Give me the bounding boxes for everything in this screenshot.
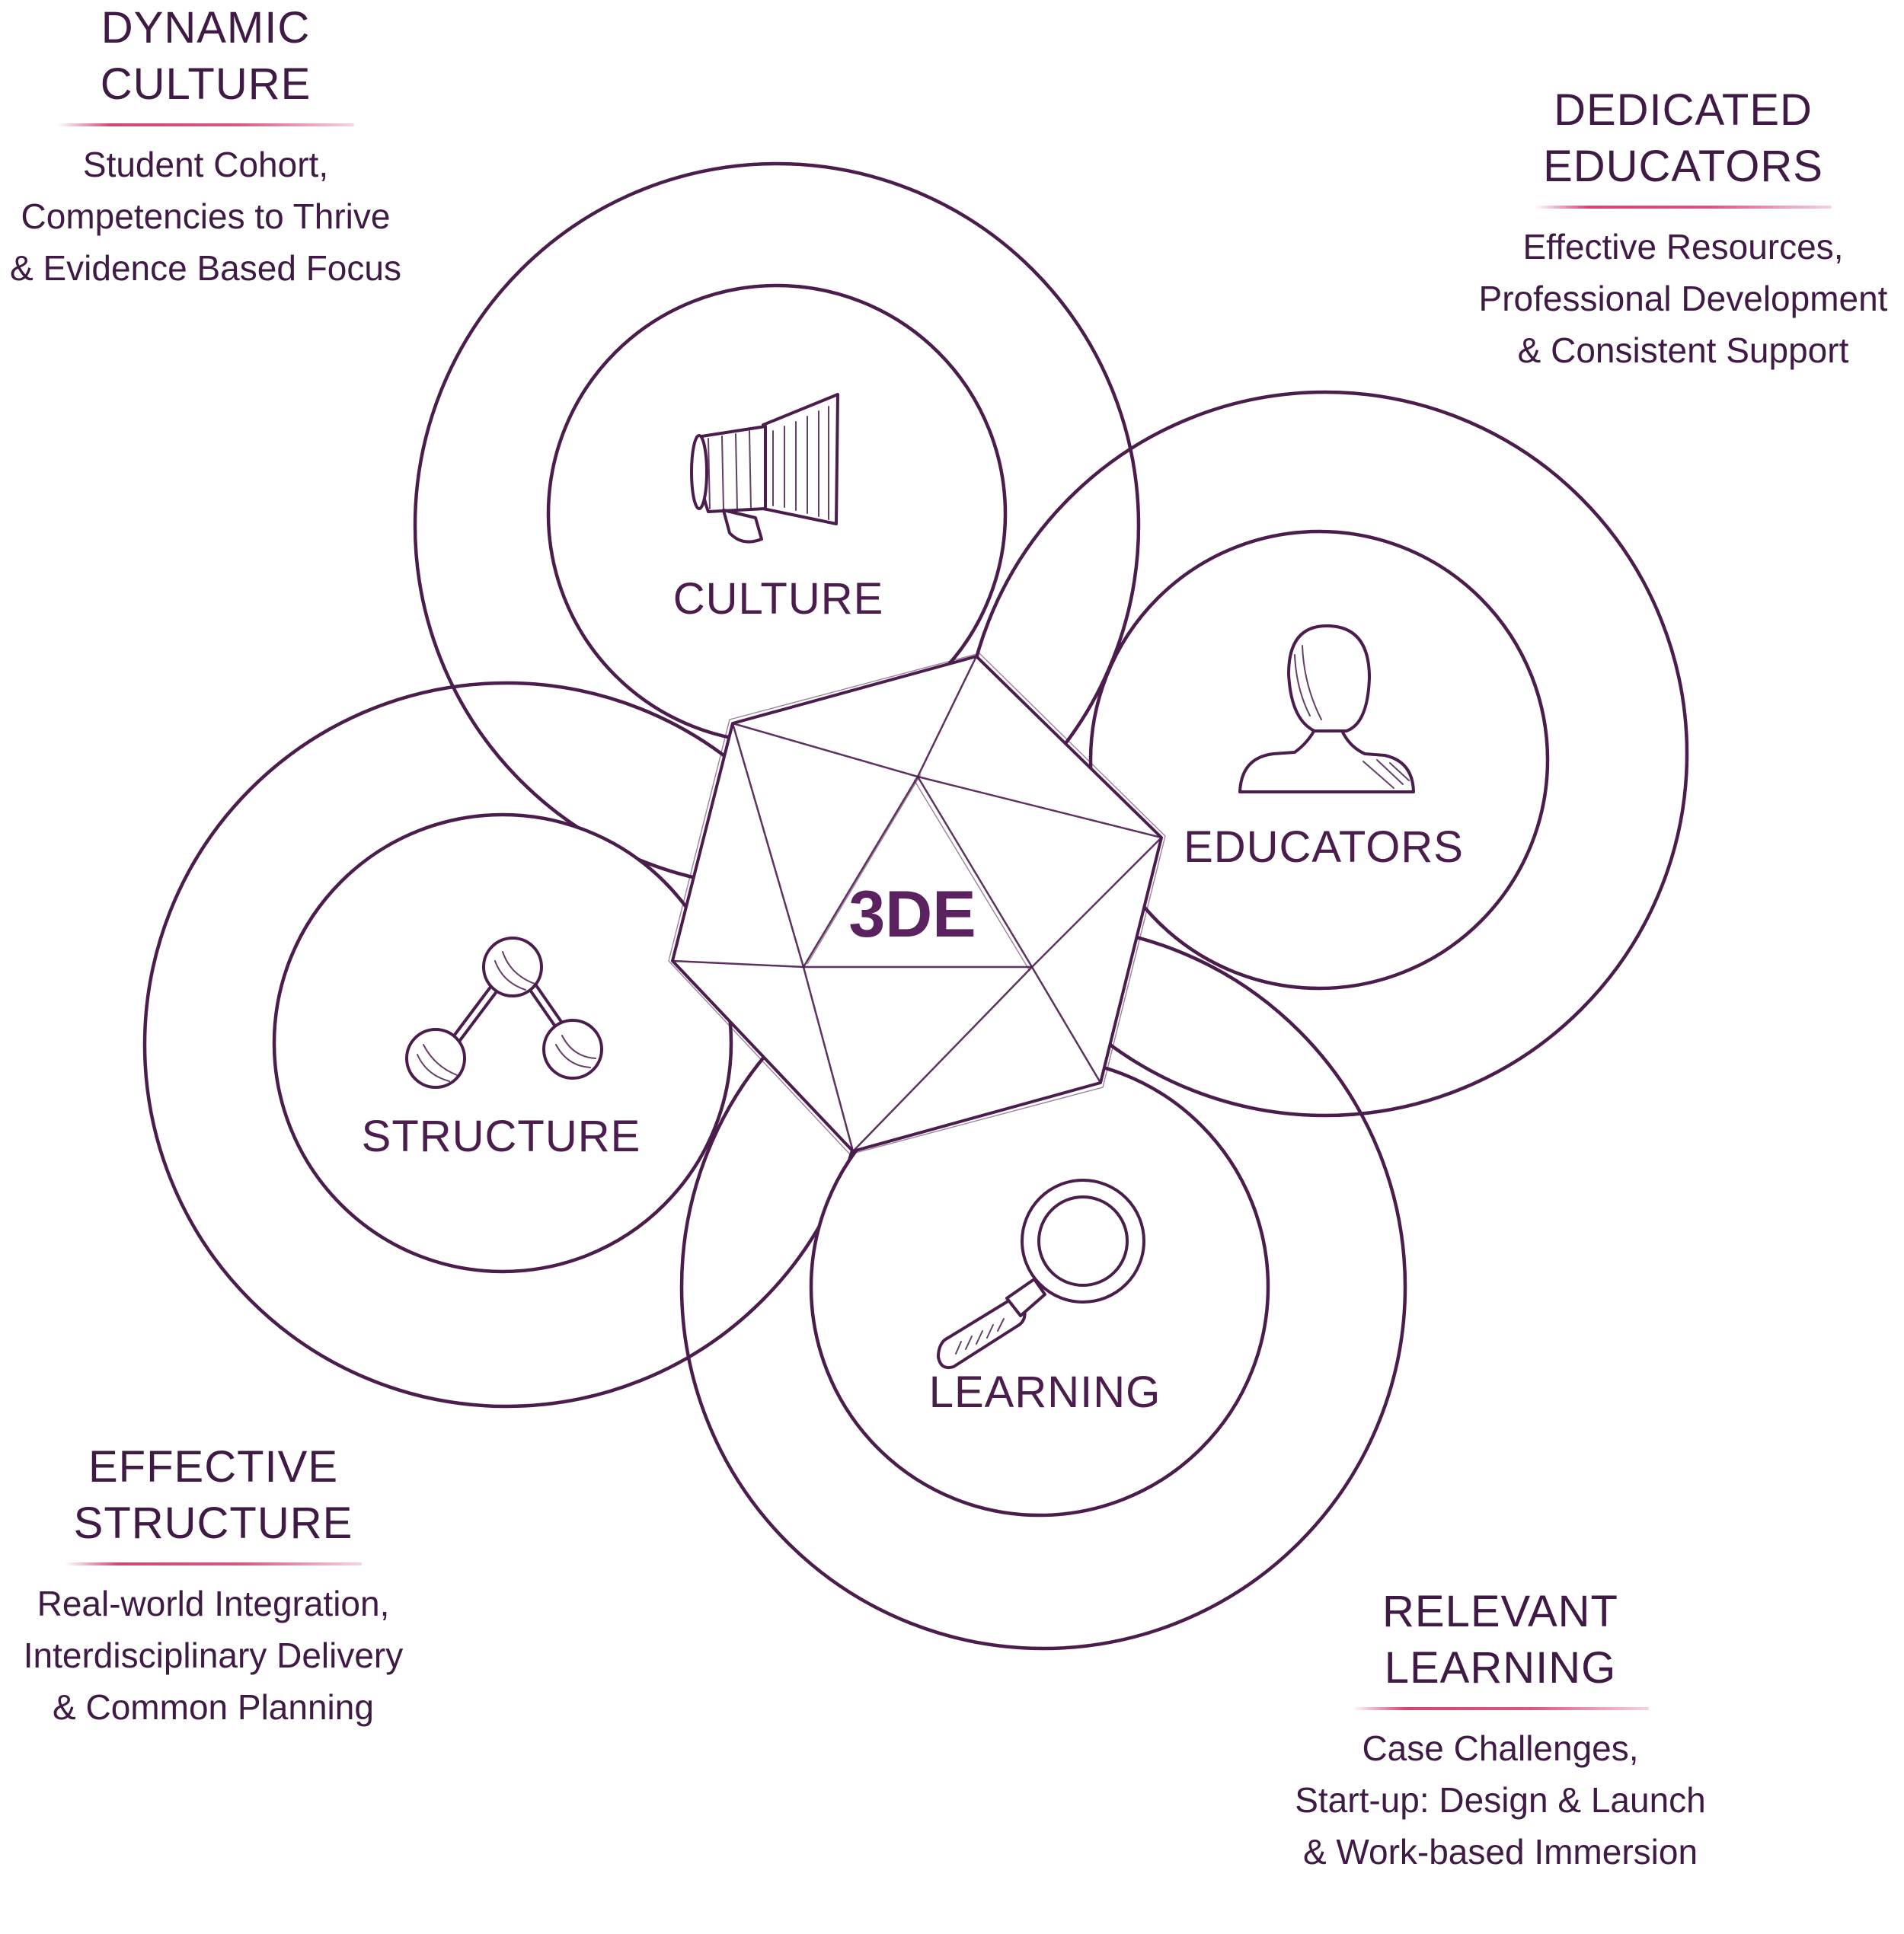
- callout-dedicated-educators: DEDICATED EDUCATORS Effective Resources,…: [1462, 82, 1904, 376]
- face-edge: [851, 965, 1033, 1153]
- megaphone-hatching: [708, 406, 829, 520]
- callout-effective-structure: EFFECTIVE STRUCTURE Real-world Integrati…: [0, 1439, 426, 1733]
- educators-label: EDUCATORS: [1184, 822, 1464, 872]
- molecule-icon: [405, 937, 603, 1089]
- molecule-hatching: [417, 951, 596, 1082]
- person-bust-icon: [1238, 624, 1415, 793]
- learning-label: LEARNING: [929, 1368, 1161, 1417]
- culture-label: CULTURE: [673, 574, 884, 624]
- magnifier-neck: [1005, 1278, 1046, 1317]
- face-edge: [1030, 836, 1163, 969]
- educators-node: EDUCATORS: [1184, 624, 1464, 872]
- face-edge: [731, 722, 919, 778]
- callout-relevant-learning: RELEVANT LEARNING Case Challenges, Start…: [1264, 1584, 1736, 1878]
- icosahedron-body: [672, 656, 1161, 1151]
- callout-dynamic-culture: DYNAMIC CULTURE Student Cohort, Competen…: [0, 0, 411, 294]
- callout-divider: [65, 1562, 362, 1565]
- hatch: [708, 430, 752, 511]
- callout-title: DEDICATED EDUCATORS: [1543, 85, 1823, 191]
- callout-description: Case Challenges, Start-up: Design & Laun…: [1295, 1728, 1706, 1872]
- face-edge-sketch: [913, 779, 1030, 972]
- structure-label: STRUCTURE: [362, 1112, 641, 1161]
- megaphone-icon: [690, 393, 839, 544]
- callout-title: EFFECTIVE STRUCTURE: [73, 1442, 353, 1548]
- callout-title: RELEVANT LEARNING: [1382, 1587, 1618, 1693]
- callout-description: Effective Resources, Professional Develo…: [1478, 227, 1888, 370]
- face-edge: [671, 959, 805, 969]
- callout-title: DYNAMIC CULTURE: [100, 3, 311, 109]
- molecule-atom-left: [405, 1028, 466, 1089]
- face-edge: [916, 655, 978, 778]
- bust-head: [1287, 624, 1371, 732]
- 3de-icosahedron: 3DE: [668, 653, 1166, 1155]
- face-edge: [802, 775, 919, 969]
- face-edge: [1030, 965, 1102, 1084]
- megaphone-handle: [722, 509, 763, 544]
- callout-divider: [1352, 1707, 1649, 1710]
- magnifier-lens: [1037, 1195, 1129, 1287]
- callout-divider: [57, 123, 354, 126]
- face-edge: [731, 722, 805, 969]
- face-edge: [802, 965, 855, 1153]
- icosahedron-sketch-outline: [668, 653, 1166, 1155]
- face-edge: [916, 775, 1033, 969]
- magnifier-hatching: [955, 1318, 1005, 1355]
- structure-node: STRUCTURE: [362, 937, 641, 1161]
- molecule-bond-core: [451, 981, 501, 1045]
- face-edge-sketch: [807, 774, 922, 965]
- icosahedron-faces: [671, 655, 1163, 1153]
- core-label: 3DE: [848, 878, 976, 951]
- culture-node: CULTURE: [673, 393, 884, 624]
- face-edge: [916, 775, 1163, 839]
- structure-inner-ring: [272, 812, 733, 1274]
- molecule-atom-top: [482, 937, 543, 997]
- bust-hatching: [1294, 645, 1410, 789]
- learning-node: LEARNING: [929, 1179, 1161, 1417]
- callout-divider: [1535, 206, 1832, 209]
- callout-description: Real-world Integration, Interdisciplinar…: [23, 1584, 404, 1727]
- callout-description: Student Cohort, Competencies to Thrive &…: [10, 145, 401, 288]
- hatch: [772, 406, 829, 520]
- magnifying-glass-icon: [937, 1179, 1145, 1370]
- megaphone-rim: [690, 434, 708, 510]
